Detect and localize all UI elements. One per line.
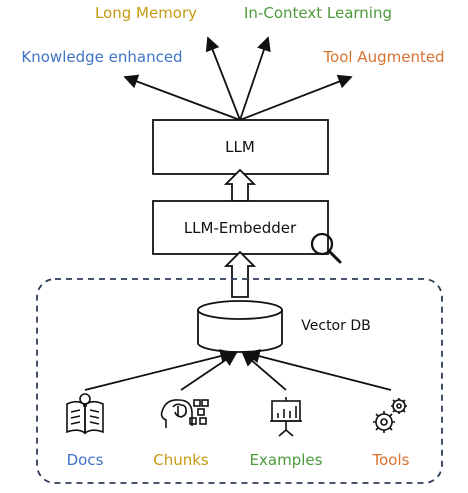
llm-label: LLM (225, 138, 255, 156)
llm-box (152, 119, 329, 175)
brain-chunks-icon (160, 399, 209, 428)
in-context-learning-label: In-Context Learning (244, 4, 392, 22)
examples-label: Examples (250, 451, 323, 469)
magnifier-icon (310, 232, 342, 264)
presentation-board-icon (270, 397, 302, 437)
long-memory-label: Long Memory (95, 4, 197, 22)
vector-db-cylinder (197, 300, 283, 353)
arrow-to-knowledge-enhanced (123, 74, 241, 121)
chunks-label: Chunks (153, 451, 209, 469)
llm-embedder-label: LLM-Embedder (184, 219, 297, 237)
hollow-arrow-embedder-to-llm (223, 168, 257, 202)
arrow-to-tool-augmented (239, 74, 353, 121)
arrow-to-long-memory (205, 36, 241, 121)
vector-db-label: Vector DB (301, 318, 370, 334)
tools-label: Tools (372, 451, 410, 469)
hollow-arrow-vectordb-to-embedder (223, 250, 257, 298)
book-lightbulb-icon (66, 393, 104, 435)
arrow-chunks-to-vectordb (180, 351, 238, 391)
gears-icon (373, 398, 407, 433)
arrow-to-in-context-learning (239, 36, 271, 121)
docs-label: Docs (67, 451, 104, 469)
arrow-examples-to-vectordb (241, 351, 287, 391)
arrow-docs-to-vectordb (84, 349, 235, 391)
tool-augmented-label: Tool Augmented (322, 48, 444, 66)
arrow-tools-to-vectordb (245, 349, 392, 391)
knowledge-enhanced-label: Knowledge enhanced (21, 48, 182, 66)
